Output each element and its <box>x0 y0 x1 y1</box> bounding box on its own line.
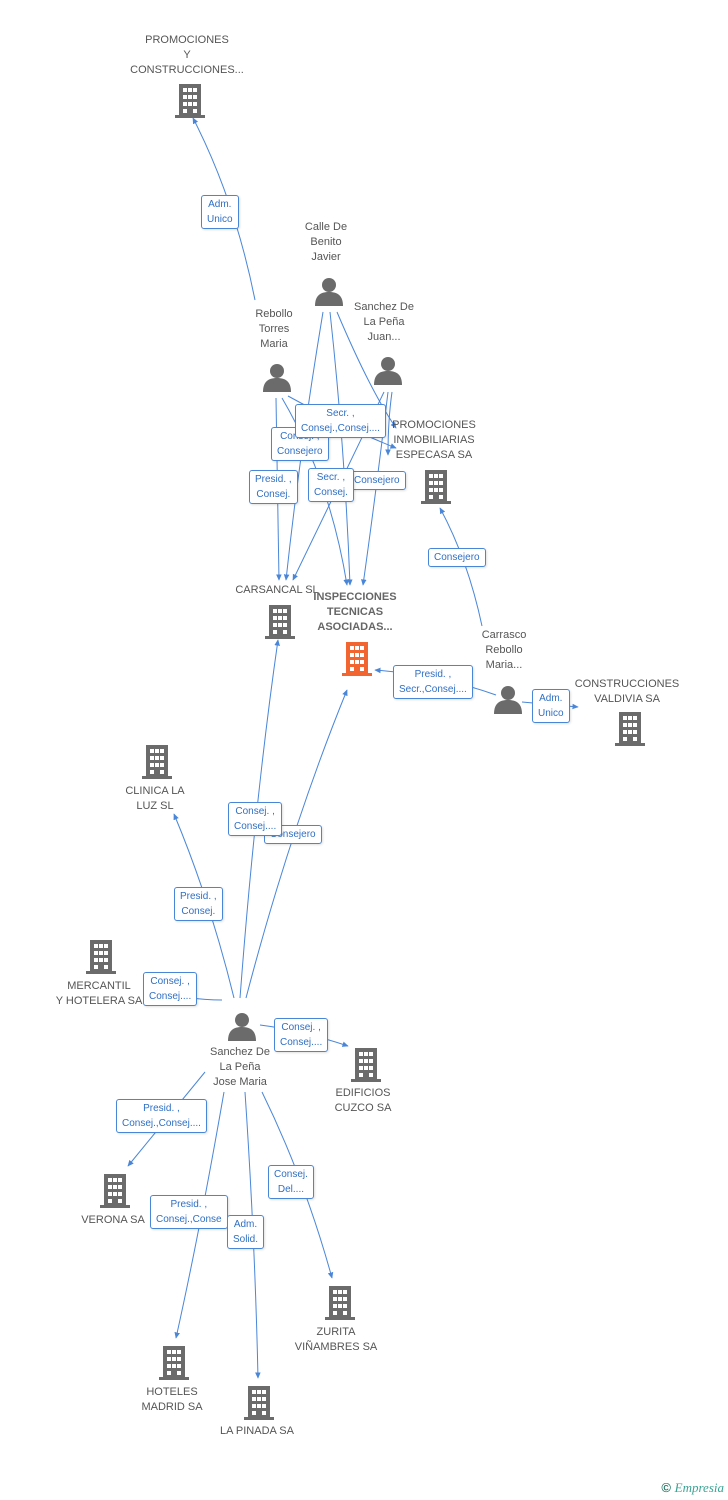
building-icon[interactable] <box>142 745 172 779</box>
node-label-mercantil-y-hotelera[interactable]: MERCANTIL Y HOTELERA SA <box>55 980 143 1007</box>
edge <box>439 507 483 627</box>
edge-label-presid-consej[interactable]: Presid. , Consej. <box>174 887 223 921</box>
building-icon[interactable] <box>421 470 451 504</box>
edge <box>385 391 393 456</box>
building-icon[interactable] <box>86 940 116 974</box>
building-icon[interactable] <box>615 712 645 746</box>
footer-brand: © Empresia <box>661 1480 724 1496</box>
node-label-verona[interactable]: VERONA SA <box>81 1214 145 1226</box>
edge-label-consejero[interactable]: Consejero <box>348 471 406 490</box>
person-icon[interactable] <box>263 364 291 392</box>
edge-label-presid-consej[interactable]: Presid. , Consej. <box>249 470 298 504</box>
edge-label-adm-unico[interactable]: Adm. Unico <box>532 689 570 723</box>
edge-label-secr-consej[interactable]: Secr. , Consej.,Consej.... <box>295 404 386 438</box>
node-label-inspecciones-tecnicas-asociadas[interactable]: INSPECCIONES TECNICAS ASOCIADAS... <box>313 591 397 633</box>
node-label-clinica-la-luz[interactable]: CLINICA LA LUZ SL <box>125 785 185 812</box>
edge-label-consej-consej[interactable]: Consej. , Consej.... <box>228 802 283 836</box>
building-icon[interactable] <box>325 1286 355 1320</box>
edge-label-consejero[interactable]: Consejero <box>428 548 486 567</box>
brand-logo[interactable]: Empresia <box>674 1480 724 1495</box>
building-icon[interactable] <box>342 642 372 676</box>
node-label-carrasco-rebollo-maria[interactable]: Carrasco Rebollo Maria... <box>481 629 527 671</box>
edge <box>245 689 348 999</box>
building-icon[interactable] <box>351 1048 381 1082</box>
edge-label-presid-secr-consej[interactable]: Presid. , Secr.,Consej.... <box>393 665 473 699</box>
edge-label-consej-consej[interactable]: Consej. , Consej.... <box>274 1018 329 1052</box>
node-label-sanchez-de-la-pena-jose-maria[interactable]: Sanchez De La Peña Jose Maria <box>210 1046 270 1088</box>
node-label-carsancal[interactable]: CARSANCAL SL <box>235 584 319 596</box>
node-label-zurita-vinambres[interactable]: ZURITA VIÑAMBRES SA <box>294 1326 378 1353</box>
person-icon[interactable] <box>494 686 522 714</box>
person-icon[interactable] <box>374 357 402 385</box>
building-icon[interactable] <box>175 84 205 118</box>
edge <box>336 311 397 429</box>
edge-label-secr-consej[interactable]: Secr. , Consej. <box>308 468 354 502</box>
copyright-icon: © <box>661 1480 672 1495</box>
node-label-edificios-cuzco[interactable]: EDIFICIOS CUZCO SA <box>334 1087 392 1114</box>
edge-label-presid-consej-conse[interactable]: Presid. , Consej.,Conse <box>150 1195 228 1229</box>
node-label-promociones-y-construcciones[interactable]: PROMOCIONES Y CONSTRUCCIONES... <box>130 34 244 76</box>
edge-label-adm-solid[interactable]: Adm. Solid. <box>227 1215 265 1249</box>
edge-label-presid-consej-consej[interactable]: Presid. , Consej.,Consej.... <box>116 1099 207 1133</box>
person-icon[interactable] <box>228 1013 256 1041</box>
node-label-hoteles-madrid[interactable]: HOTELES MADRID SA <box>141 1386 203 1413</box>
node-label-construcciones-valdivia[interactable]: CONSTRUCCIONES VALDIVIA SA <box>574 678 680 705</box>
node-label-rebollo-torres-maria[interactable]: Rebollo Torres Maria <box>255 308 293 350</box>
edge <box>329 311 353 586</box>
edge-label-consej-consej[interactable]: Consej. , Consej.... <box>143 972 198 1006</box>
node-label-sanchez-de-la-pena-juan[interactable]: Sanchez De La Peña Juan... <box>354 301 414 343</box>
node-label-promociones-inmobiliarias-especasa[interactable]: PROMOCIONES INMOBILIARIAS ESPECASA SA <box>392 419 476 461</box>
node-label-calle-de-benito-javier[interactable]: Calle De Benito Javier <box>304 221 348 263</box>
building-icon[interactable] <box>244 1386 274 1420</box>
node-label-la-pinada[interactable]: LA PINADA SA <box>220 1425 294 1437</box>
building-icon[interactable] <box>100 1174 130 1208</box>
edge-label-adm-unico[interactable]: Adm. Unico <box>201 195 239 229</box>
building-icon[interactable] <box>159 1346 189 1380</box>
edge-label-consej-del[interactable]: Consej. Del.... <box>268 1165 314 1199</box>
